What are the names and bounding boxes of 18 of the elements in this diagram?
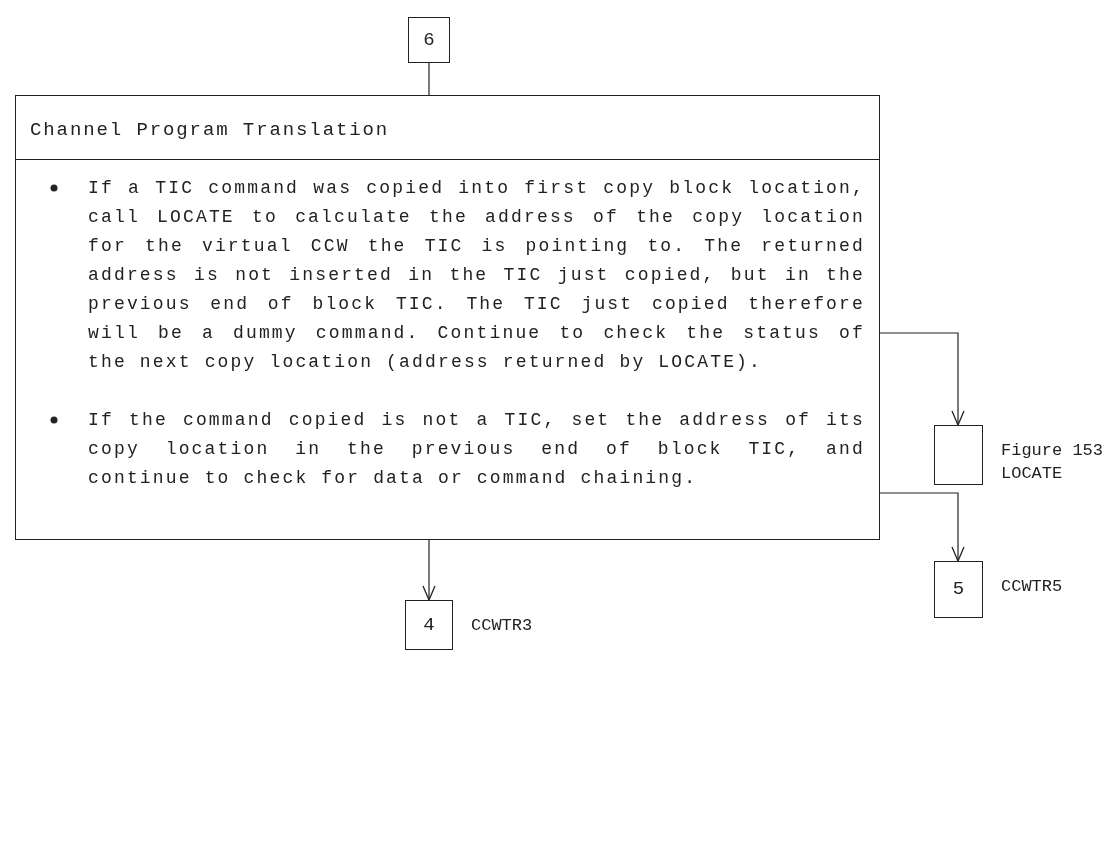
reference-label: CCWTR5 [1001,576,1064,598]
bullet-text: If the command copied is not a TIC, set the address of its copy location in the previous end of block TIC, and continue to check for data or command chaining. [88,408,865,490]
connector-box [934,561,983,618]
page-number: 4 [422,612,436,638]
arrow [422,539,436,601]
arrow [879,492,965,562]
reference-label: CCWTR3 [471,615,534,637]
reference-label: Figure 153 LOCATE [1001,440,1105,485]
connector-box [405,600,453,650]
connector-line [428,62,430,96]
connector-box [408,17,450,63]
arrow [879,332,965,426]
connector-box [934,425,983,485]
process-box [15,95,880,540]
page-number: 5 [951,577,966,603]
box-heading: Channel Program Translation [16,96,879,160]
bullet-text: If a TIC command was copied into first copy block location, call LOCATE to calculate the address of the copy location for the virtual CCW the TIC is pointing to. The returned address is not inserted in the TIC just copied, but in the previous end of block TIC. The TIC just copied therefore will be a dummy command. Continue to check the status of the next copy location (address returned by LOCATE). [88,176,865,374]
page-number: 6 [422,27,436,53]
